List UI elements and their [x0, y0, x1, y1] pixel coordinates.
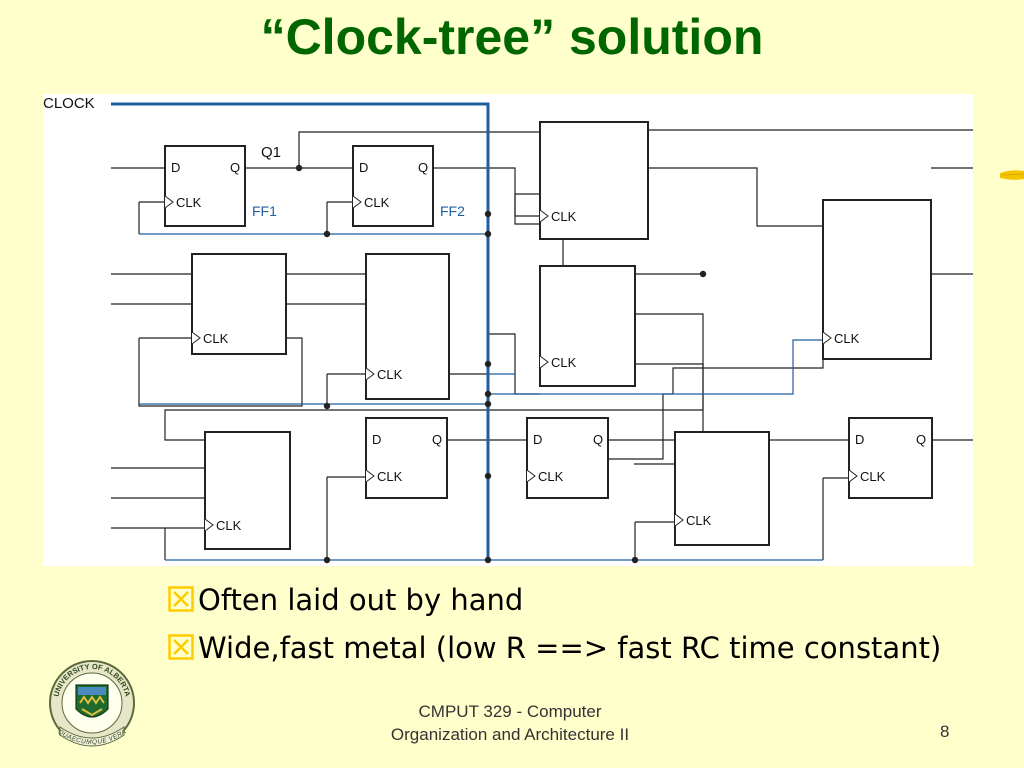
- page-number: 8: [940, 722, 950, 741]
- bullet-item: Wide,fast metal (low R ==> fast RC time …: [168, 628, 941, 676]
- university-crest-icon: UNIVERSITY OF ALBERTA QUAECUMQUE VERA: [44, 657, 140, 754]
- pin-d-label: D: [359, 160, 368, 175]
- bullet-list: Often laid out by hand Wide,fast metal (…: [168, 580, 941, 676]
- brush-stroke-decoration: [1000, 168, 1024, 187]
- footer-line2: Organization and Architecture II: [390, 725, 630, 744]
- bullet-text: Often laid out by hand: [198, 583, 524, 617]
- checked-box-icon: [168, 630, 194, 670]
- pin-d-label: D: [855, 432, 864, 447]
- pin-d-label: D: [171, 160, 180, 175]
- clock-input-triangles: [164, 195, 858, 532]
- slide-title: “Clock-tree” solution: [260, 9, 764, 65]
- pin-clk-label: CLK: [176, 195, 202, 210]
- checked-box-icon: [168, 582, 194, 622]
- bullet-text: Wide,fast metal (low R ==> fast RC time …: [198, 631, 942, 665]
- pin-q-label: Q: [418, 160, 428, 175]
- junction-dots: [295, 164, 707, 564]
- pin-clk-label: CLK: [860, 469, 886, 484]
- footer-line1: CMPUT 329 - Computer: [418, 702, 602, 721]
- pin-clk-label: CLK: [377, 469, 403, 484]
- clock-tree-diagram: CLOCK Q1 FF1 FF2 D Q D Q D Q D Q D Q CLK…: [43, 94, 973, 566]
- pin-d-label: D: [372, 432, 381, 447]
- pin-clk-label: CLK: [203, 331, 229, 346]
- flip-flop-boxes: [164, 121, 933, 550]
- pin-q-label: Q: [432, 432, 442, 447]
- bullet-item: Often laid out by hand: [168, 580, 941, 628]
- pin-q-label: Q: [230, 160, 240, 175]
- ff2-label: FF2: [440, 203, 465, 219]
- q1-label: Q1: [261, 144, 281, 161]
- pin-labels: D Q D Q D Q D Q D Q CLK CLK CLK CLK CLK …: [171, 160, 926, 533]
- pin-clk-label: CLK: [377, 367, 403, 382]
- clock-tree-wires: [111, 102, 823, 561]
- pin-clk-label: CLK: [364, 195, 390, 210]
- footer-course-title: CMPUT 329 - Computer Organization and Ar…: [330, 700, 690, 746]
- pin-clk-label: CLK: [686, 513, 712, 528]
- pin-clk-label: CLK: [834, 331, 860, 346]
- pin-clk-label: CLK: [538, 469, 564, 484]
- pin-q-label: Q: [916, 432, 926, 447]
- clock-label: CLOCK: [43, 95, 95, 112]
- ff1-label: FF1: [252, 203, 277, 219]
- pin-clk-label: CLK: [216, 518, 242, 533]
- pin-clk-label: CLK: [551, 209, 577, 224]
- pin-clk-label: CLK: [551, 355, 577, 370]
- pin-q-label: Q: [593, 432, 603, 447]
- pin-d-label: D: [533, 432, 542, 447]
